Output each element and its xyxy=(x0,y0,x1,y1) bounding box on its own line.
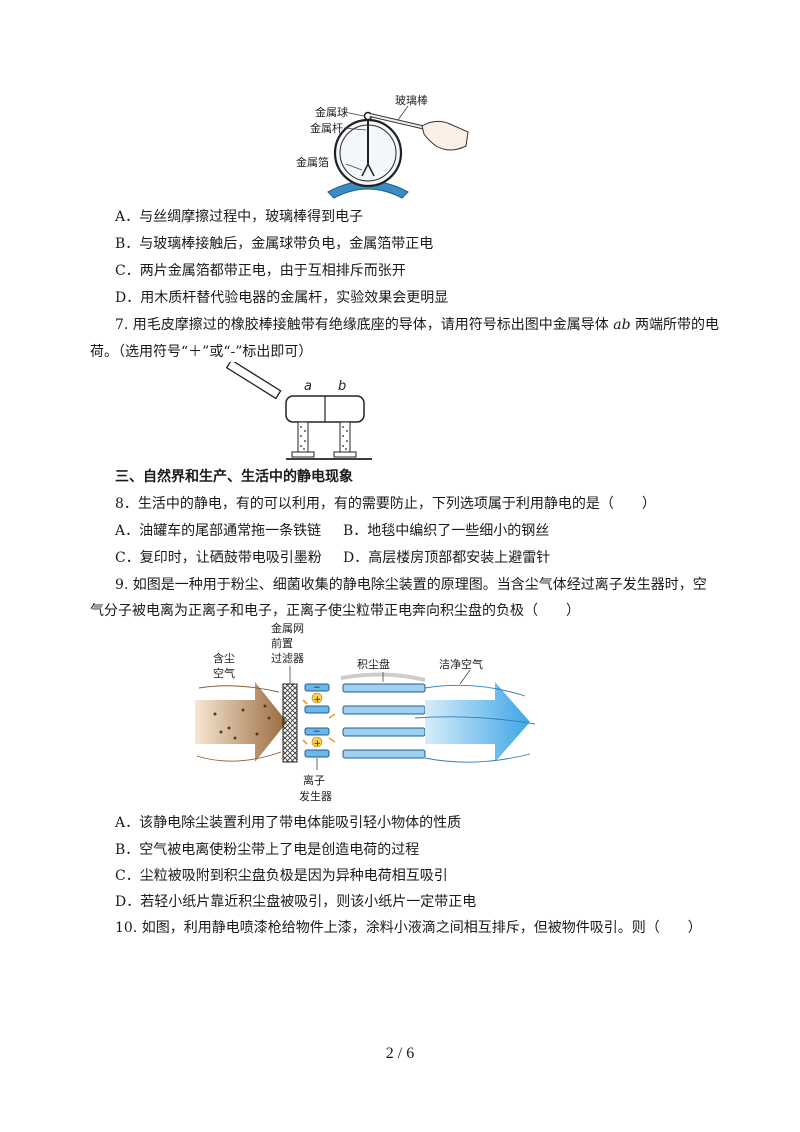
dusty-air-arrow xyxy=(195,682,287,762)
label-dusty-air-1: 含尘 xyxy=(213,651,235,665)
label-metal-stem: 金属杆 xyxy=(310,121,343,135)
conductor-figure: a b xyxy=(225,362,372,460)
q9-option-a: A．该静电除尘装置利用了带电体能吸引轻小物体的性质 xyxy=(115,815,462,831)
label-ion-2: 发生器 xyxy=(299,789,332,803)
rubber-rod xyxy=(225,362,282,400)
label-pre-filter-2: 过滤器 xyxy=(271,652,304,665)
label-pre-filter-1: 前置 xyxy=(271,636,293,650)
metal-mesh-filter xyxy=(282,683,298,763)
q6-option-c: C．两片金属箔都带正电，由于互相排斥而张开 xyxy=(115,263,406,279)
plus-sign: + xyxy=(314,695,322,705)
plus-sign: + xyxy=(314,739,322,749)
label-dusty-air-2: 空气 xyxy=(213,666,235,680)
clean-air-arrow xyxy=(425,682,530,762)
metal-foil xyxy=(361,163,375,177)
label-a: a xyxy=(304,379,312,394)
q8-option-d: D．高层楼房顶部都安装上避雷针 xyxy=(343,550,551,566)
insulating-leg xyxy=(297,421,309,453)
q9-option-b: B．空气被电离使粉尘带上了电是创造电荷的过程 xyxy=(115,842,420,858)
page-number: 2 / 6 xyxy=(385,1045,415,1062)
electroscope-figure: 金属球 金属杆 金属箔 玻璃棒 xyxy=(296,93,469,199)
q7-stem-line1: 7. 用毛皮摩擦过的橡胶棒接触带有绝缘底座的导体，请用符号标出图中金属导体 ab… xyxy=(115,317,720,333)
svg-text:−: − xyxy=(313,683,321,693)
dust-collecting-plates xyxy=(342,683,426,759)
q6-option-a: A．与丝绸摩擦过程中，玻璃棒得到电子 xyxy=(115,209,364,225)
q9-stem-line2: 气分子被电离为正离子和电子，正离子使尘粒带正电奔向积尘盘的负极（ ） xyxy=(90,603,580,619)
q8-option-b: B．地毯中编织了一些细小的钢丝 xyxy=(343,523,550,539)
q7-stem-line2: 荷。（选用符号“＋”或“-”标出即可） xyxy=(90,344,313,360)
ion-generator xyxy=(304,683,330,758)
q9-stem-line1: 9. 如图是一种用于粉尘、细菌收集的静电除尘装置的原理图。当含尘气体经过离子发生… xyxy=(115,577,707,593)
q8-option-a: A．油罐车的尾部通常拖一条铁链 xyxy=(115,523,322,539)
q6-option-b: B．与玻璃棒接触后，金属球带负电，金属箔带正电 xyxy=(115,236,434,252)
label-b: b xyxy=(338,379,346,394)
section-heading: 三、自然界和生产、生活中的静电现象 xyxy=(115,469,353,485)
precipitator-figure: + + − − 金属网 前置 过滤器 含尘 空气 积尘盘 洁净空气 离子 发生器 xyxy=(195,621,536,803)
label-glass-rod: 玻璃棒 xyxy=(395,93,428,107)
label-metal-foil: 金属箔 xyxy=(296,155,329,169)
q9-option-d: D．若轻小纸片靠近积尘盘被吸引，则该小纸片一定带正电 xyxy=(115,894,477,910)
hand-icon xyxy=(421,120,469,151)
label-ion-1: 离子 xyxy=(303,773,325,787)
q6-option-d: D．用木质杆替代验电器的金属杆，实验效果会更明显 xyxy=(115,290,449,306)
q7-ab: ab xyxy=(613,317,631,333)
label-metal-ball: 金属球 xyxy=(315,105,348,119)
label-metal-mesh: 金属网 xyxy=(271,621,304,635)
q8-option-c: C．复印时，让硒鼓带电吸引墨粉 xyxy=(115,550,322,566)
label-clean-air: 洁净空气 xyxy=(439,657,483,671)
q9-option-c: C．尘粒被吸附到积尘盘负极是因为异种电荷相互吸引 xyxy=(115,868,448,884)
insulating-leg xyxy=(339,421,351,453)
svg-text:−: − xyxy=(313,727,321,737)
q8-stem: 8．生活中的静电，有的可以利用，有的需要防止，下列选项属于利用静电的是（ ） xyxy=(115,496,656,512)
label-collecting-plate: 积尘盘 xyxy=(357,657,390,671)
q10-stem: 10. 如图，利用静电喷漆枪给物件上漆，涂料小液滴之间相互排斥，但被物件吸引。则… xyxy=(115,920,702,936)
